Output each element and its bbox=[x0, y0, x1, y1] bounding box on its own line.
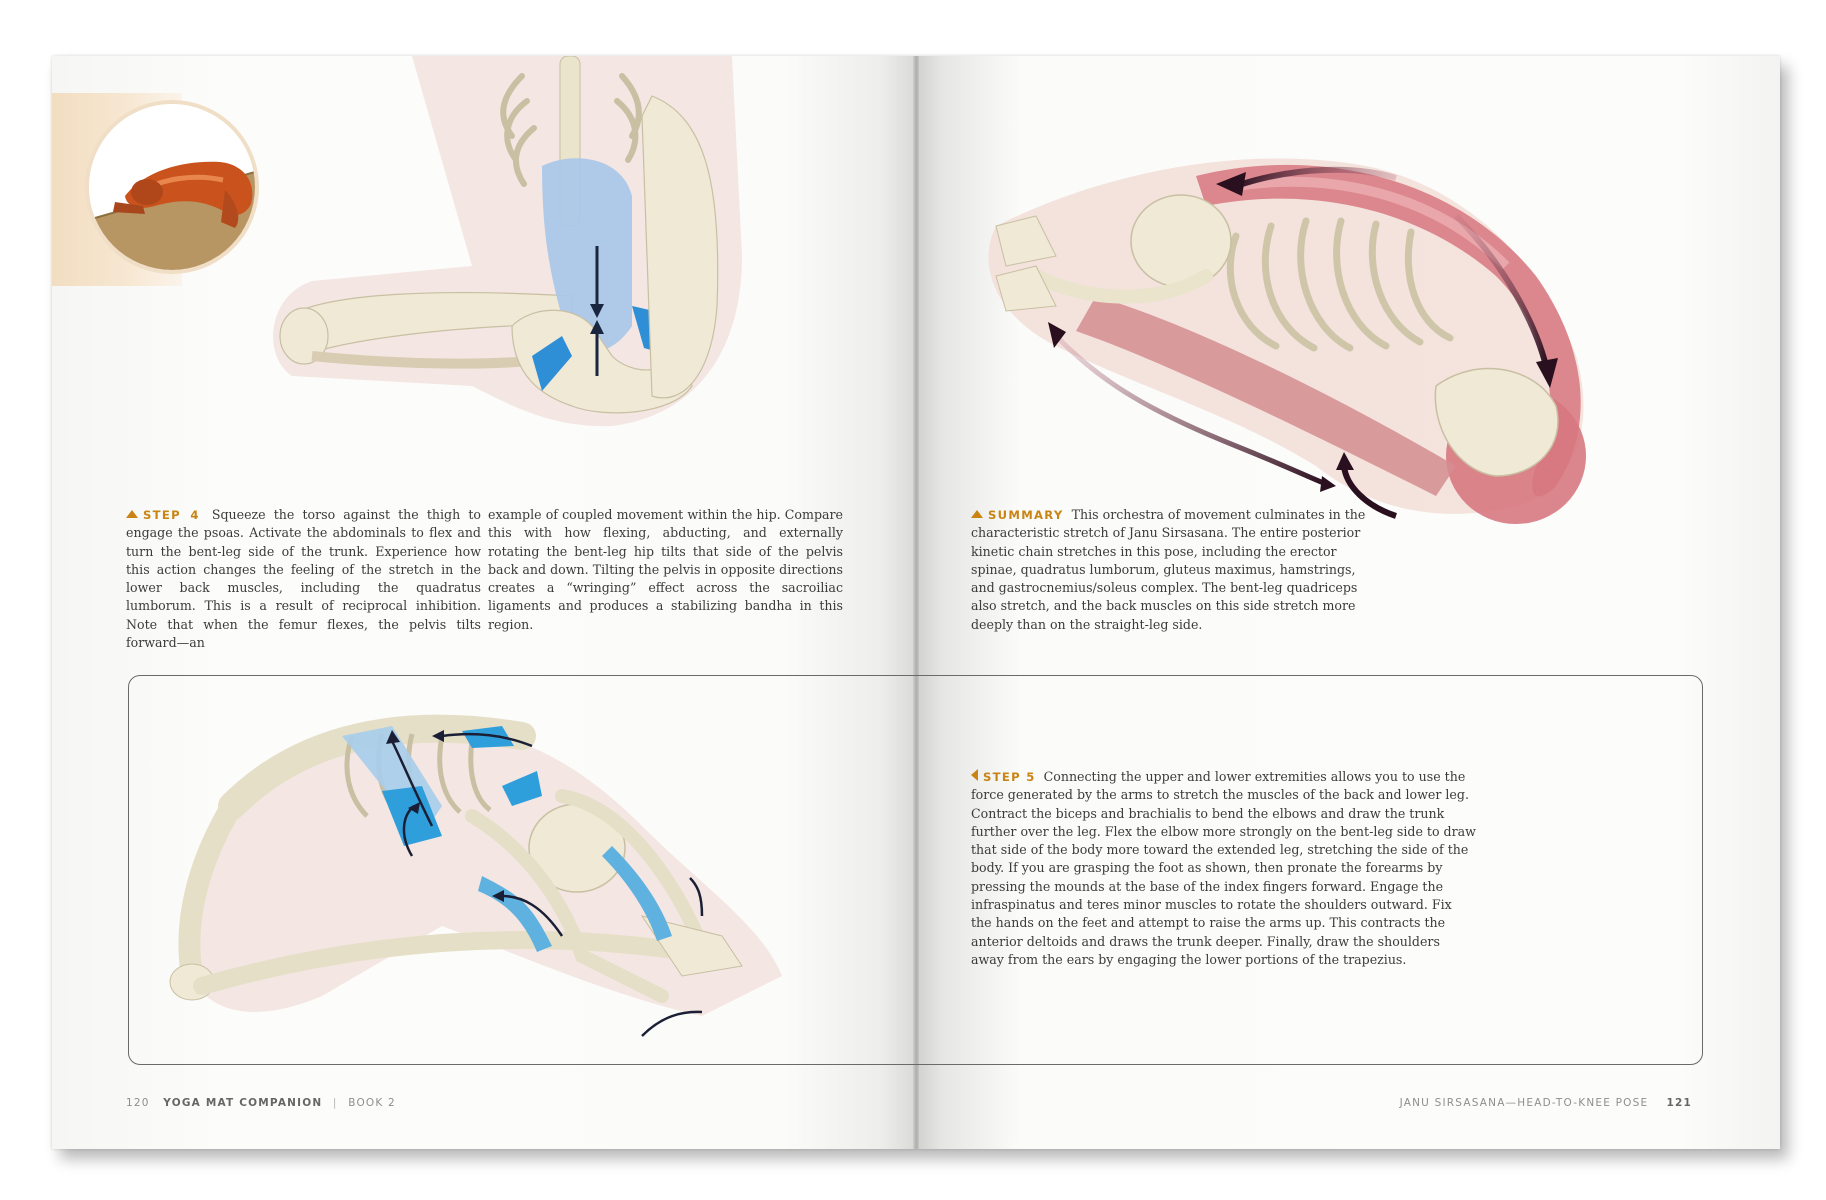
left-page-number: 120 bbox=[126, 1097, 150, 1109]
running-head: JANU SIRSASANA—HEAD-TO-KNEE POSE bbox=[1399, 1097, 1649, 1109]
folio-separator: | bbox=[332, 1097, 338, 1109]
step5-text: Connecting the upper and lower extremiti… bbox=[971, 769, 1476, 967]
pelvis-psoas-illustration bbox=[273, 56, 742, 427]
step4-column-1: STEP 4 Squeeze the torso against the thi… bbox=[126, 506, 481, 652]
right-page-number: 121 bbox=[1666, 1097, 1692, 1109]
step4-label: STEP 4 bbox=[143, 508, 200, 522]
triangle-up-icon bbox=[126, 510, 138, 518]
book-gutter bbox=[913, 56, 919, 1149]
triangle-left-icon bbox=[971, 769, 978, 781]
posterior-chain-stretch-illustration bbox=[988, 158, 1586, 524]
step4-text-col1: Squeeze the torso against the thigh to e… bbox=[126, 507, 481, 651]
step5-frame bbox=[128, 675, 1703, 1065]
right-folio: JANU SIRSASANA—HEAD-TO-KNEE POSE 121 bbox=[1400, 1097, 1692, 1109]
pose-thumbnail bbox=[85, 100, 259, 274]
summary-label: SUMMARY bbox=[988, 508, 1064, 522]
summary-block: SUMMARY This orchestra of movement culmi… bbox=[971, 506, 1381, 634]
triangle-up-icon bbox=[971, 510, 983, 518]
pose-thumbnail-icon bbox=[89, 104, 255, 270]
left-page: STEP 4 Squeeze the torso against the thi… bbox=[52, 56, 916, 1149]
step5-block: STEP 5 Connecting the upper and lower ex… bbox=[971, 768, 1476, 969]
right-page: SUMMARY This orchestra of movement culmi… bbox=[916, 56, 1780, 1149]
step5-label: STEP 5 bbox=[983, 770, 1036, 784]
book-title: YOGA MAT COMPANION bbox=[163, 1097, 323, 1109]
arm-shoulder-engagement-illustration bbox=[169, 714, 782, 1037]
step4-column-2: example of coupled movement within the h… bbox=[488, 506, 843, 634]
summary-text: This orchestra of movement culminates in… bbox=[971, 507, 1366, 632]
left-folio: 120 YOGA MAT COMPANION | BOOK 2 bbox=[126, 1097, 396, 1109]
book-spread: STEP 4 Squeeze the torso against the thi… bbox=[52, 56, 1780, 1149]
book-volume: BOOK 2 bbox=[348, 1097, 396, 1109]
step4-text-col2: example of coupled movement within the h… bbox=[488, 507, 843, 632]
